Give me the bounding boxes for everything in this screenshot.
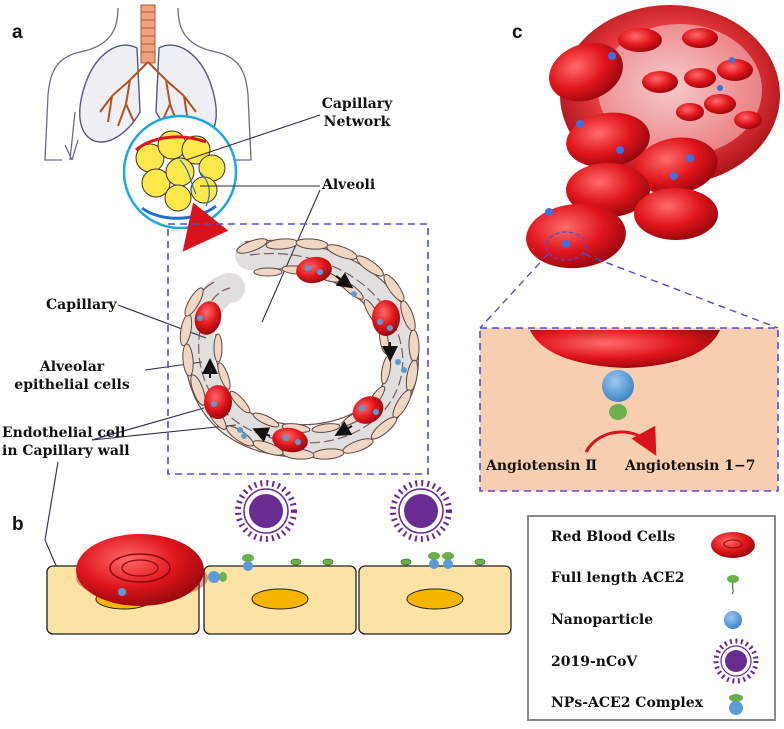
label-capillary-network: Capillary Network [321,96,393,130]
legend-label-red-blood-cells: Red Blood Cells [551,529,676,545]
ring-red-blood-cells [194,256,400,453]
label-angiotensin-1-7: Angiotensin 1−7 [625,458,756,474]
coronavirus-icon [713,638,759,684]
legend-label-full-length-ace2: Full length ACE2 [551,570,685,586]
coronavirus-particle-2 [390,480,452,542]
alveoli-magnified-circle [122,114,238,230]
magnify-arrow [182,202,229,252]
free-nps-ace2-complex [208,571,227,583]
label-endothelial-cell: Endothelial cell in Capillary wall [2,425,130,459]
zoom-target-ellipse [545,231,587,261]
conversion-arrow [584,425,657,456]
vessel-nanoparticles [545,52,735,248]
inset-rbc-surface [530,330,720,368]
legend-label-2019-ncov: 2019-nCoV [551,654,638,670]
alveolus-detail-box [167,223,429,475]
human-torso-outline [44,7,252,161]
coronavirus-particle-1 [235,480,297,542]
legend: Red Blood Cells Full length ACE2 Nanopar… [527,515,776,721]
large-red-blood-cell [76,534,208,606]
inset-nanoparticle [602,370,634,402]
nanoparticle-icon [724,611,742,629]
ace2-receptor-icon [727,575,739,595]
flow-arrows [202,272,398,443]
nps-ace2-complex-icon [729,694,743,715]
bronchial-tree [99,61,197,127]
label-alveolar-epithelial-cells: Alveolar epithelial cells [14,359,130,393]
bound-nps-ace2-complexes [242,552,454,571]
label-capillary: Capillary [46,297,117,313]
membrane-ace2-receptors [86,558,486,566]
panel-label-c: c [512,22,523,43]
red-blood-cell-icon [711,532,755,558]
legend-label-nps-ace2-complex: NPs-ACE2 Complex [551,695,703,711]
panel-label-b: b [12,514,24,535]
label-alveoli: Alveoli [322,177,376,193]
legend-label-nanoparticle: Nanoparticle [551,612,654,628]
inset-ace2 [609,404,627,420]
flowing-red-blood-cells [526,42,718,269]
label-angiotensin-ii: Angiotensin Ⅱ [486,458,598,474]
trachea [140,4,156,64]
panel-label-a: a [12,22,23,43]
zoom-lines [479,253,779,329]
